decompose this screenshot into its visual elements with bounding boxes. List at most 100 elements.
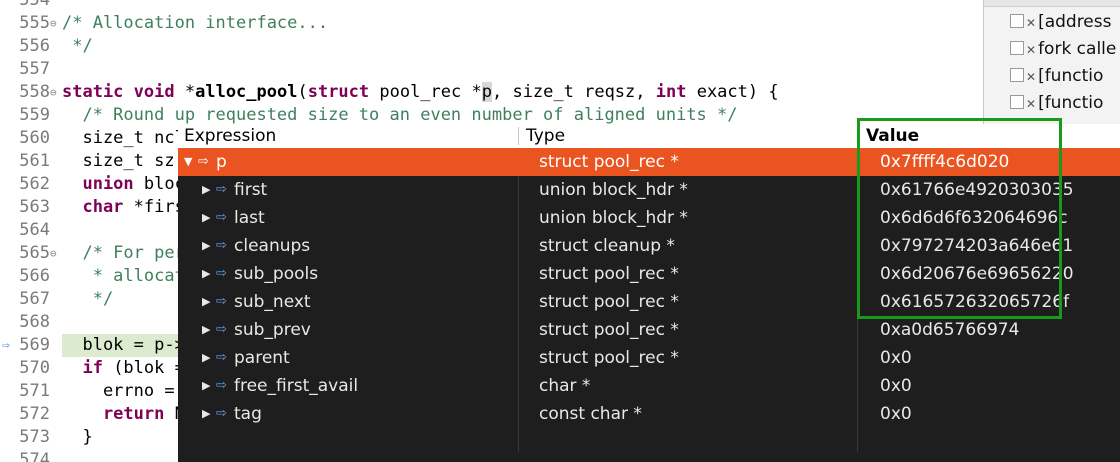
outline-item-label: fork calle (1038, 39, 1117, 59)
variable-name: first (234, 180, 268, 200)
code-line[interactable]: 573 } (0, 426, 980, 449)
line-number: 562 (19, 174, 50, 194)
variable-type: struct pool_rec * (539, 292, 679, 312)
line-number: 566 (19, 266, 50, 286)
fold-toggle-icon[interactable]: ⊖ (50, 247, 57, 260)
variable-icon: ⇨ (216, 266, 227, 281)
outline-item[interactable]: ✕[functio (1010, 91, 1103, 115)
line-number: 565 (19, 243, 50, 263)
expand-arrow-icon[interactable]: ▶ (202, 267, 211, 280)
variable-icon: ⇨ (216, 322, 227, 337)
variable-name: last (234, 208, 265, 228)
outline-item[interactable]: ✕fork calle (1010, 37, 1116, 61)
variable-icon: ⇨ (216, 210, 227, 225)
variable-value: 0x616572632065726f (880, 292, 1070, 312)
variable-type: const char * (539, 404, 642, 424)
variable-name: tag (234, 404, 262, 424)
variable-value: 0x0 (880, 404, 912, 424)
variable-row[interactable]: ▶ ⇨ free_first_avail char * 0x0 (178, 372, 1120, 400)
variable-name: free_first_avail (234, 376, 359, 396)
variable-value: 0x0 (880, 376, 912, 396)
expand-arrow-icon[interactable]: ▶ (202, 379, 211, 392)
expand-arrow-icon[interactable]: ▶ (202, 407, 211, 420)
outline-item-label: [functio (1038, 93, 1104, 113)
outline-item-label: [functio (1038, 66, 1104, 86)
line-number: 561 (19, 151, 50, 171)
line-number: 573 (19, 427, 50, 447)
collapse-arrow-icon[interactable]: ▼ (184, 155, 193, 168)
outline-item[interactable]: ✕[address (1010, 10, 1111, 34)
line-number: 574 (19, 450, 50, 462)
code-text: /* Allocation interface... (62, 13, 329, 33)
fold-toggle-icon[interactable]: ⊖ (50, 86, 57, 99)
expand-arrow-icon[interactable]: ▶ (202, 295, 211, 308)
variable-type: char * (539, 376, 591, 396)
code-line[interactable]: 564 (0, 219, 980, 242)
line-number: 555 (19, 13, 50, 33)
expand-arrow-icon[interactable]: ▶ (202, 323, 211, 336)
checkbox[interactable] (1010, 68, 1024, 82)
code-line[interactable]: 557 (0, 58, 980, 81)
code-line[interactable]: 554 (0, 0, 980, 12)
variable-type: struct pool_rec * (539, 320, 679, 340)
code-text: static void *alloc_pool(struct pool_rec … (62, 82, 779, 102)
expand-arrow-icon[interactable]: ▶ (202, 211, 211, 224)
variable-icon: ⇨ (216, 378, 227, 393)
variable-value: 0x7ffff4c6d020 (880, 152, 1010, 172)
code-line[interactable]: 560 size_t nclicks (0, 127, 980, 150)
variable-type: struct pool_rec * (539, 264, 679, 284)
type-column-header[interactable]: Type (526, 126, 566, 146)
column-divider[interactable] (518, 127, 519, 145)
value-column-header[interactable]: Value (866, 126, 920, 146)
variable-value: 0x797274203a646e61 (880, 236, 1074, 256)
expand-arrow-icon[interactable]: ▶ (202, 351, 211, 364)
line-number: 568 (19, 312, 50, 332)
code-line[interactable]: 559 /* Round up requested size to an eve… (0, 104, 980, 127)
code-line[interactable]: 555⊖ /* Allocation interface... (0, 12, 980, 35)
line-number: 570 (19, 358, 50, 378)
checkbox[interactable] (1010, 14, 1024, 28)
fold-toggle-icon[interactable]: ⊖ (50, 17, 57, 30)
popup-header: Expression Type Value (178, 124, 1120, 149)
instruction-pointer-icon: ⇨ (2, 338, 10, 353)
line-number: 569 (19, 335, 50, 355)
code-line[interactable]: 558⊖static void *alloc_pool(struct pool_… (0, 81, 980, 104)
code-line[interactable]: 556 */ (0, 35, 980, 58)
checkbox[interactable] (1010, 95, 1024, 109)
variable-type: struct cleanup * (539, 236, 675, 256)
variable-icon: ⇨ (216, 406, 227, 421)
code-text: */ (62, 289, 114, 309)
line-number: 557 (19, 59, 50, 79)
column-divider-line (518, 148, 519, 452)
line-number: 560 (19, 128, 50, 148)
variable-row[interactable]: ▶ ⇨ tag const char * 0x0 (178, 400, 1120, 428)
variable-type: struct pool_rec * (539, 152, 679, 172)
line-number: 567 (19, 289, 50, 309)
column-divider[interactable] (857, 127, 858, 145)
code-line[interactable]: 567 */ (0, 288, 980, 311)
expand-arrow-icon[interactable]: ▶ (202, 239, 211, 252)
variable-type: struct pool_rec * (539, 348, 679, 368)
variable-name: sub_pools (234, 264, 319, 284)
checkbox[interactable] (1010, 41, 1024, 55)
expression-column-header[interactable]: Expression (184, 126, 277, 146)
code-line[interactable]: 568 (0, 311, 980, 334)
expand-arrow-icon[interactable]: ▶ (202, 183, 211, 196)
breakpoint-icon: ✕ (1026, 70, 1037, 84)
outline-item[interactable]: ✕[functio (1010, 64, 1103, 88)
variable-value: 0x61766e4920303035 (880, 180, 1074, 200)
code-line[interactable]: 561 size_t sz (0, 150, 980, 173)
line-number: 559 (19, 105, 50, 125)
breakpoint-icon: ✕ (1026, 97, 1037, 111)
code-line[interactable]: 574 (0, 449, 980, 462)
variable-name: parent (234, 348, 290, 368)
